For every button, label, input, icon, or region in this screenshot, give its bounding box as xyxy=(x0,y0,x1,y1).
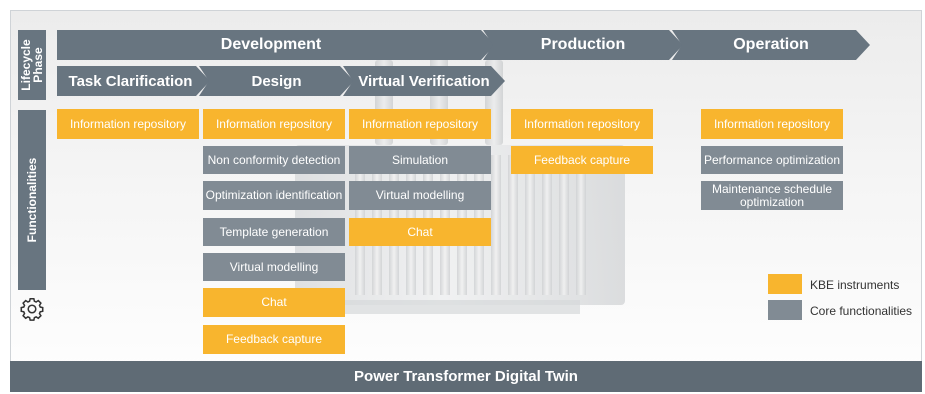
box-maintenance-schedule-optimization: Maintenance schedule optimization xyxy=(701,181,843,210)
legend-core-label: Core functionalities xyxy=(810,304,913,318)
box-template-generation: Template generation xyxy=(203,218,345,246)
box-information-repository: Information repository xyxy=(57,109,199,139)
functionalities-label: Functionalities xyxy=(18,110,46,290)
box-information-repository: Information repository xyxy=(511,109,653,139)
phase-production: Production xyxy=(483,30,683,60)
box-simulation: Simulation xyxy=(349,146,491,174)
box-chat: Chat xyxy=(349,218,491,246)
box-information-repository: Information repository xyxy=(203,109,345,139)
box-optimization-identification: Optimization identification xyxy=(203,181,345,210)
box-information-repository: Information repository xyxy=(349,109,491,139)
lifecycle-phase-label: Lifecycle Phase xyxy=(18,30,46,100)
box-feedback-capture: Feedback capture xyxy=(511,146,653,174)
box-virtual-modelling: Virtual modelling xyxy=(203,253,345,281)
subphase-virtual-verification: Virtual Verification xyxy=(343,66,505,96)
phase-development: Development xyxy=(57,30,495,60)
box-information-repository: Information repository xyxy=(701,109,843,139)
box-chat: Chat xyxy=(203,288,345,317)
box-virtual-modelling: Virtual modelling xyxy=(349,181,491,210)
gear-icon xyxy=(19,296,45,322)
box-feedback-capture: Feedback capture xyxy=(203,325,345,354)
box-performance-optimization: Performance optimization xyxy=(701,146,843,174)
subphase-design: Design xyxy=(199,66,354,96)
legend-core-swatch xyxy=(768,300,802,320)
box-non-conformity-detection: Non conformity detection xyxy=(203,146,345,174)
legend-kbe-label: KBE instruments xyxy=(810,278,900,292)
phase-operation: Operation xyxy=(672,30,870,60)
footer-title: Power Transformer Digital Twin xyxy=(10,361,922,392)
legend-kbe-swatch xyxy=(768,274,802,294)
subphase-task-clarification: Task Clarification xyxy=(57,66,210,96)
